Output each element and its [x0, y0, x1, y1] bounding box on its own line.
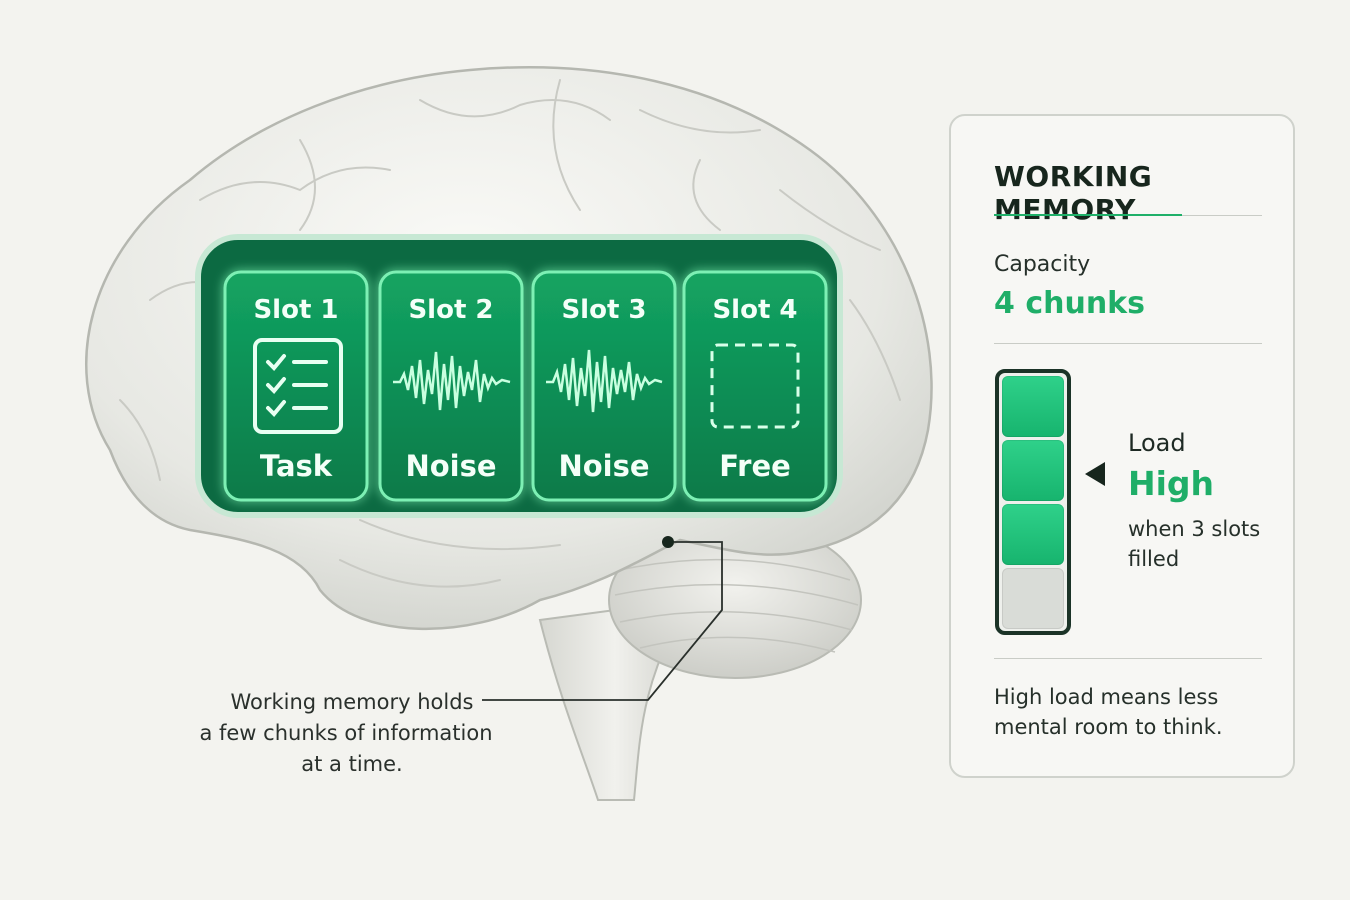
capacity-divider: [994, 343, 1262, 344]
slot-content: Noise: [405, 449, 496, 483]
caption-line-2: a few chunks of information: [199, 721, 492, 745]
note-divider: [994, 658, 1262, 659]
slot-1: Slot 1 Task: [223, 270, 369, 502]
waveform-icon: [393, 351, 511, 411]
slot-content: Task: [260, 449, 333, 483]
meter-cell-empty: [1002, 568, 1064, 629]
brain-illustration: Slot 1 Task Slot 2 Noise Slot 3 Noise Sl…: [85, 65, 933, 801]
capacity-label: Capacity: [994, 252, 1091, 277]
waveform-icon: [546, 349, 663, 413]
pointer-arrow-icon: [1085, 462, 1105, 486]
slot-content: Free: [719, 449, 791, 483]
meter-cell-filled: [1002, 440, 1064, 501]
capacity-value: 4 chunks: [994, 286, 1145, 321]
caption: Working memory holds a few chunks of inf…: [199, 690, 492, 776]
slot-3: Slot 3 Noise: [531, 270, 677, 502]
slot-2: Slot 2 Noise: [378, 270, 524, 502]
meter-cell-filled: [1002, 376, 1064, 437]
load-value: High: [1128, 464, 1215, 503]
slot-label: Slot 4: [712, 295, 797, 325]
panel-note: High load means less mental room to thin…: [994, 685, 1223, 739]
caption-line-3: at a time.: [301, 752, 402, 776]
slot-label: Slot 2: [408, 295, 493, 325]
slot-4: Slot 4 Free: [682, 270, 828, 502]
slot-content: Noise: [558, 449, 649, 483]
panel-title: WORKING MEMORY: [994, 160, 1153, 226]
working-memory-panel: WORKING MEMORY Capacity 4 chunks Load Hi…: [949, 114, 1295, 778]
checklist-icon: [253, 338, 343, 434]
meter-cell-filled: [1002, 504, 1064, 565]
load-label: Load: [1128, 429, 1186, 457]
callout-connector: [482, 536, 723, 701]
slot-label: Slot 3: [561, 295, 646, 325]
slot-label: Slot 1: [253, 295, 338, 325]
caption-line-1: Working memory holds: [230, 690, 473, 714]
load-meter: [995, 369, 1071, 635]
empty-slot-icon: [710, 343, 800, 429]
load-note: when 3 slots filled: [1128, 517, 1261, 571]
title-accent-line: [994, 214, 1182, 216]
